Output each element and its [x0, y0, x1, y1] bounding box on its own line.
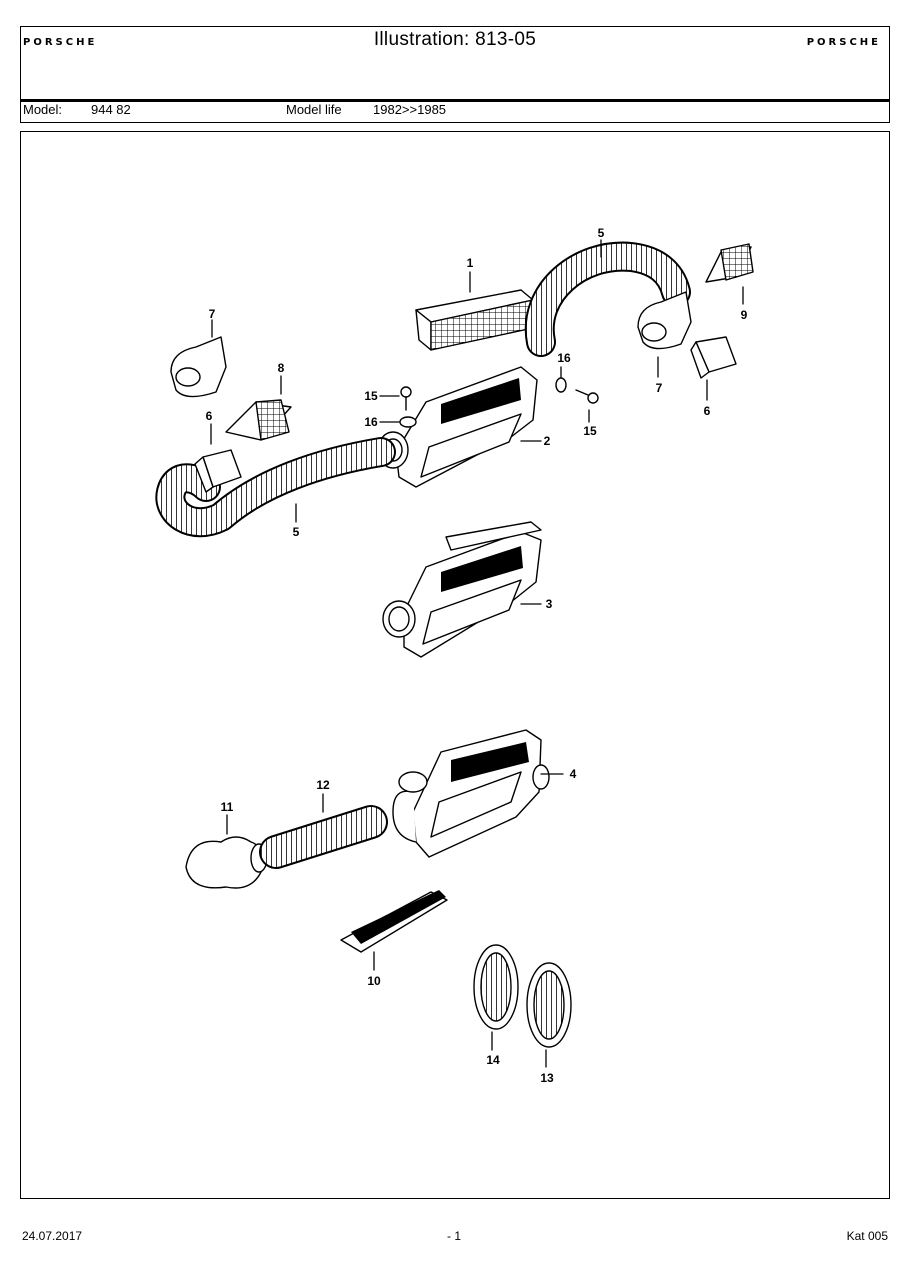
parts-illustration: 1 2 3 4 5 5 6 6 7 7 8 9 10 11 12 13 14 1… [20, 131, 890, 1199]
callout-13: 13 [540, 1071, 554, 1085]
model-life-label: Model life [286, 102, 342, 117]
callout-6-right: 6 [704, 404, 711, 418]
callout-16-right: 16 [557, 351, 571, 365]
callout-5-right: 5 [598, 226, 605, 240]
part-14-oval-grille [473, 944, 519, 1030]
part-5-hose-left [155, 437, 396, 538]
part-7-endcap-right [637, 291, 692, 350]
callout-11: 11 [221, 800, 234, 814]
callout-6-left: 6 [206, 409, 213, 423]
callout-2: 2 [544, 434, 551, 448]
exploded-parts-diagram: 1 2 3 4 5 5 6 6 7 7 8 9 10 11 12 13 14 1… [155, 226, 754, 1085]
callout-9: 9 [741, 308, 748, 322]
part-3-duct-housing [382, 521, 542, 658]
callout-16-left: 16 [364, 415, 378, 429]
callout-7-left: 7 [209, 307, 216, 321]
part-6-connector-left [194, 449, 242, 493]
part-1-vent-grille [415, 289, 534, 351]
callout-15-right: 15 [583, 424, 597, 438]
part-13-oval-grille [526, 962, 572, 1048]
page-title: Illustration: 813-05 [373, 29, 537, 50]
part-7-endcap-left [170, 336, 227, 398]
porsche-logo-right: PORSCHE [806, 37, 881, 48]
part-15-screw-right [575, 389, 599, 404]
callout-14: 14 [486, 1053, 500, 1067]
part-5-hose-right [524, 241, 691, 357]
porsche-logo-left: PORSCHE [23, 37, 98, 48]
callout-4: 4 [570, 767, 577, 781]
part-2-duct-housing [377, 366, 538, 488]
model-value: 944 82 [91, 102, 131, 117]
callout-1: 1 [467, 256, 474, 270]
part-10-nozzle [340, 890, 448, 953]
part-12-short-hose [259, 805, 388, 869]
part-11-elbow [185, 836, 268, 889]
callout-labels: 1 2 3 4 5 5 6 6 7 7 8 9 10 11 12 13 14 1… [206, 226, 748, 1085]
callout-7-right: 7 [656, 381, 663, 395]
part-16-washer-left [399, 416, 417, 428]
callout-8: 8 [278, 361, 285, 375]
part-4-duct-housing [392, 729, 550, 858]
model-label: Model: [23, 102, 63, 117]
part-9-side-vent [705, 243, 754, 283]
callout-5-left: 5 [293, 525, 300, 539]
footer-date: 24.07.2017 [22, 1229, 83, 1243]
part-8-side-vent [225, 399, 292, 441]
footer-catalog: Kat 005 [846, 1229, 888, 1243]
callout-3: 3 [546, 597, 553, 611]
footer-page-number: - 1 [447, 1229, 462, 1243]
leader-lines [210, 239, 744, 1068]
part-15-screw-left [400, 386, 412, 411]
header-box: PORSCHE Illustration: 813-05 PORSCHE Mod… [20, 26, 890, 123]
callout-12: 12 [316, 778, 330, 792]
model-life-value: 1982>>1985 [373, 102, 447, 117]
part-16-washer-right [555, 377, 567, 393]
header-divider [21, 99, 889, 102]
part-6-connector-right [690, 336, 737, 379]
callout-10: 10 [367, 974, 381, 988]
callout-15-left: 15 [364, 389, 378, 403]
